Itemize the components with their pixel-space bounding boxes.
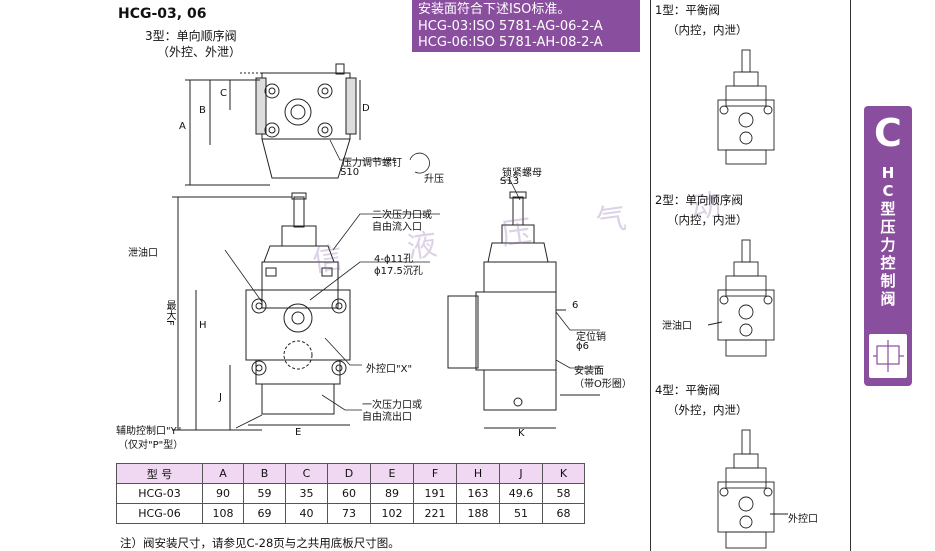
s13-label: S13 <box>500 176 520 187</box>
iso-line: HCG-03:ISO 5781-AG-06-2-A <box>418 18 603 34</box>
table-cell: 68 <box>542 503 585 524</box>
valve-drawing <box>172 63 600 431</box>
header-a: A <box>202 463 244 484</box>
header-d: D <box>327 463 371 484</box>
header-model: 型 号 <box>116 463 203 484</box>
dim-b-label: B <box>199 105 206 116</box>
table-cell: 73 <box>327 503 371 524</box>
dim-a-label: A <box>179 121 186 132</box>
table-row: HCG-03 90 59 35 60 89 191 163 49.6 58 <box>116 483 585 504</box>
boost-label: 升压 <box>424 174 444 185</box>
type4-ext-label: 外控口 <box>788 514 818 525</box>
type1-title: 1型：平衡阀 <box>655 3 720 17</box>
dim-6-label: 6 <box>572 300 579 311</box>
table-cell: 188 <box>456 503 500 524</box>
pressure-screw-label: 压力调节螺钉 <box>342 158 402 169</box>
section-title: HC型压力控制阀 <box>864 164 912 308</box>
header-k: K <box>542 463 585 484</box>
counterbore-label: ϕ17.5沉孔 <box>374 266 423 277</box>
type4-subtitle: （外控，内泄） <box>667 403 748 417</box>
p-type-label: （仅对"P"型） <box>118 440 184 451</box>
holes-label: 4-ϕ11孔 <box>374 254 414 265</box>
header-h: H <box>456 463 500 484</box>
primary-port-label: 一次压力口或 <box>362 400 422 411</box>
footnote: 注）阀安装尺寸，请参见C-28页与之共用底板尺寸图。 <box>120 536 400 550</box>
table-cell: 191 <box>413 483 457 504</box>
table-cell: 51 <box>499 503 543 524</box>
iso-standard-box: 安装面符合下述ISO标准。 HCG-03:ISO 5781-AG-06-2-A … <box>412 0 640 52</box>
table-cell: 69 <box>243 503 286 524</box>
dim-d-label: D <box>362 103 370 114</box>
type2-drain-label: 泄油口 <box>662 321 692 332</box>
valve-symbol-icon <box>869 334 907 378</box>
header-b: B <box>243 463 286 484</box>
s10-label: S10 <box>340 167 360 178</box>
aux-control-y-label: 辅助控制口"Y" <box>116 426 182 437</box>
table-cell: HCG-03 <box>116 483 203 504</box>
type1-subtitle: （内控，内泄） <box>667 23 748 37</box>
max-f-label: 最大F <box>164 300 175 326</box>
table-cell: 59 <box>243 483 286 504</box>
type2-subtitle: （内控，内泄） <box>667 213 748 227</box>
dim-c-label: C <box>220 88 227 99</box>
table-cell: 35 <box>285 483 328 504</box>
dimensions-table: 型 号 A B C D E F H J K HCG-03 90 59 35 60… <box>116 463 585 524</box>
dim-e-label: E <box>295 427 302 438</box>
iso-line: 安装面符合下述ISO标准。 <box>418 2 571 17</box>
free-outlet-label: 自由流出口 <box>362 412 412 423</box>
section-letter: C <box>874 111 902 155</box>
table-cell: 163 <box>456 483 500 504</box>
table-cell: 89 <box>370 483 414 504</box>
header-e: E <box>370 463 414 484</box>
dim-j-label: J <box>219 392 222 403</box>
table-cell: 221 <box>413 503 457 524</box>
lock-nut-label: 锁紧螺母 <box>502 168 542 179</box>
table-cell: HCG-06 <box>116 503 203 524</box>
ext-control-x-label: 外控口"X" <box>366 364 413 375</box>
iso-line: HCG-06:ISO 5781-AH-08-2-A <box>418 35 603 50</box>
table-row: HCG-06 108 69 40 73 102 221 188 51 68 <box>116 503 585 524</box>
header-f: F <box>413 463 457 484</box>
type-title: 3型：单向顺序阀 <box>145 29 237 43</box>
section-title-text: HC型压力控制阀 <box>880 164 896 308</box>
divider <box>850 0 851 551</box>
header-c: C <box>285 463 328 484</box>
secondary-port-label: 二次压力口或 <box>372 210 432 221</box>
model-title: HCG-03, 06 <box>118 6 207 22</box>
section-tab: C HC型压力控制阀 <box>864 106 912 386</box>
mount-face-label: 安装面 <box>574 366 604 377</box>
table-cell: 49.6 <box>499 483 543 504</box>
free-inlet-label: 自由流入口 <box>372 222 422 233</box>
locating-pin-label: 定位销 <box>576 332 606 343</box>
dim-h-label: H <box>199 320 207 331</box>
o-ring-label: （带O形圈） <box>574 379 632 390</box>
header-j: J <box>499 463 543 484</box>
table-cell: 58 <box>542 483 585 504</box>
table-cell: 40 <box>285 503 328 524</box>
dim-k-label: K <box>518 428 525 439</box>
table-header-row: 型 号 A B C D E F H J K <box>116 463 585 484</box>
pin-diameter-label: ϕ6 <box>576 341 589 352</box>
table-cell: 90 <box>202 483 244 504</box>
table-cell: 108 <box>202 503 244 524</box>
variant-drawings <box>707 49 788 549</box>
table-cell: 102 <box>370 503 414 524</box>
divider <box>650 0 651 551</box>
drain-port-label: 泄油口 <box>128 248 158 259</box>
type2-title: 2型：单向顺序阀 <box>655 193 743 207</box>
table-cell: 60 <box>327 483 371 504</box>
type4-title: 4型：平衡阀 <box>655 383 720 397</box>
type-subtitle: （外控、外泄） <box>157 45 242 59</box>
